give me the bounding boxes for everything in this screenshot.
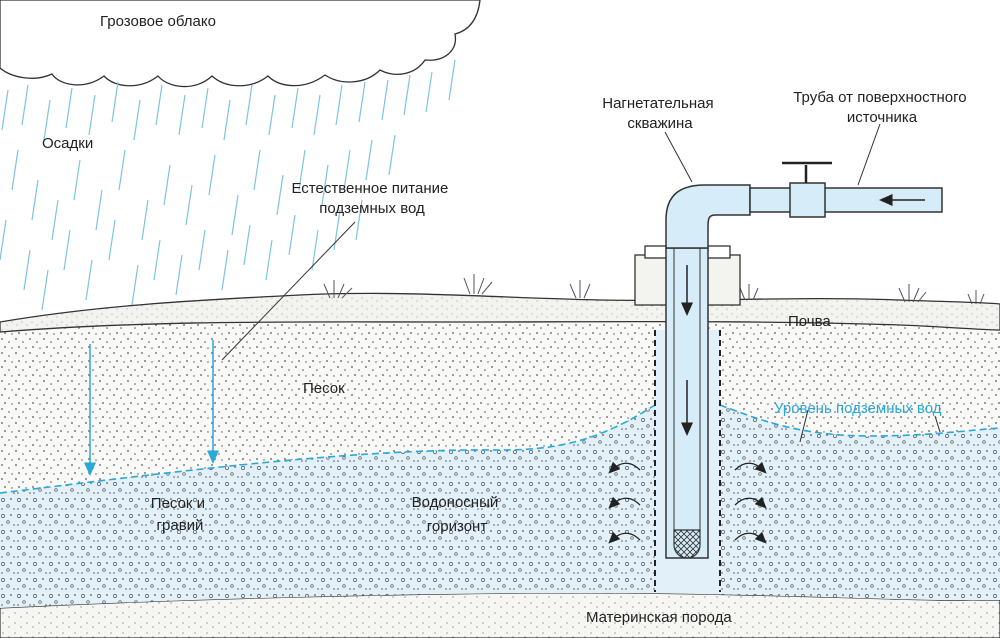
valve-icon bbox=[782, 161, 832, 183]
label-soil: Почва bbox=[788, 313, 831, 330]
label-sand-gravel-line2: гравий bbox=[157, 517, 204, 534]
water-table-line bbox=[0, 404, 1000, 494]
surface-pipe bbox=[749, 187, 943, 213]
outflow-arrows bbox=[608, 461, 767, 544]
label-recharge-line2: подземных вод bbox=[319, 200, 425, 217]
label-sand-gravel: Песок и гравий bbox=[151, 495, 209, 534]
label-water-table: Уровень подземных вод bbox=[774, 400, 942, 417]
label-pipe-line2: источника bbox=[847, 109, 918, 126]
label-precipitation: Осадки bbox=[42, 135, 93, 152]
label-aquifer: Водоносный горизонт bbox=[412, 494, 503, 535]
label-surface-pipe: Труба от поверхностного источника bbox=[793, 89, 971, 126]
label-sand-gravel-line1: Песок и bbox=[151, 495, 205, 512]
label-pipe-line1: Труба от поверхностного bbox=[793, 89, 966, 106]
label-recharge-line1: Естественное питание bbox=[291, 180, 448, 197]
well-screen bbox=[673, 529, 701, 559]
leader-lines bbox=[221, 123, 941, 443]
label-injection-line2: скважина bbox=[627, 115, 693, 132]
label-bedrock: Материнская порода bbox=[586, 609, 732, 626]
label-injection-line1: Нагнетательная bbox=[602, 95, 713, 112]
label-aquifer-line2: горизонт bbox=[427, 518, 488, 535]
label-injection-well: Нагнетательная скважина bbox=[602, 95, 718, 132]
cloud-shape bbox=[0, 0, 481, 88]
grass-tufts bbox=[323, 274, 985, 305]
label-recharge: Естественное питание подземных вод bbox=[291, 180, 452, 217]
pipe-elbow bbox=[665, 184, 751, 249]
label-sand: Песок bbox=[303, 380, 345, 397]
rain-streaks bbox=[0, 59, 456, 311]
label-cloud: Грозовое облако bbox=[100, 13, 216, 30]
label-aquifer-line1: Водоносный bbox=[412, 494, 499, 511]
